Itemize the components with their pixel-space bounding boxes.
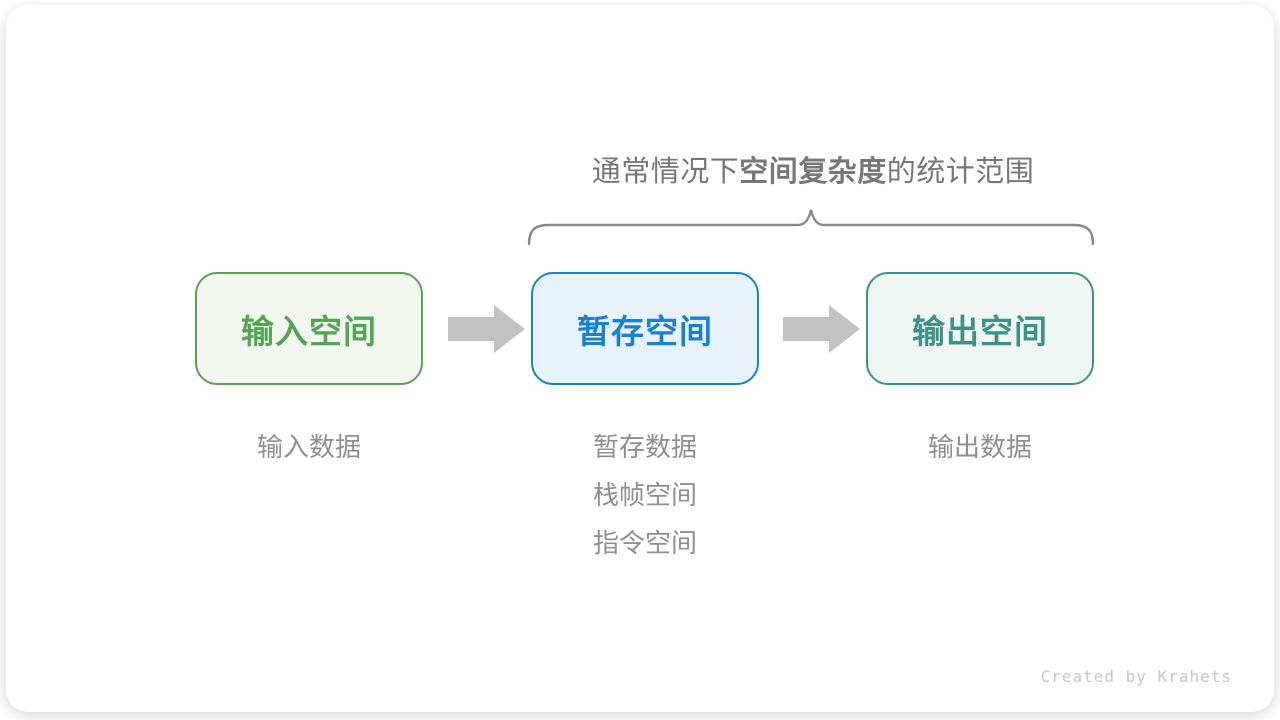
diagram-title: 通常情况下空间复杂度的统计范围 xyxy=(592,148,1035,190)
label-input-data: 输入数据 xyxy=(256,432,362,462)
diagram-card: 通常情况下空间复杂度的统计范围 输入空间 暂存空间 输出空间 输入数据 暂存数据… xyxy=(6,5,1274,712)
box-temp-space: 暂存空间 xyxy=(531,272,759,385)
brace xyxy=(527,209,1095,246)
label-output-data: 输出数据 xyxy=(927,432,1033,462)
brace-path xyxy=(527,209,1095,246)
box-input-space-label: 输入空间 xyxy=(241,312,377,350)
label-instruction-space: 指令空间 xyxy=(592,528,698,558)
arrow-right-shape xyxy=(783,305,860,353)
arrow-right-shape xyxy=(448,305,525,353)
credit-watermark: Created by Krahets xyxy=(1040,667,1232,686)
box-temp-space-label: 暂存空间 xyxy=(577,312,713,350)
arrow-right-icon xyxy=(448,305,525,353)
box-input-space: 输入空间 xyxy=(195,272,423,385)
arrow-right-icon xyxy=(783,305,860,353)
box-output-space-label: 输出空间 xyxy=(912,312,1048,350)
label-stack-frame-space: 栈帧空间 xyxy=(592,480,698,510)
title-suffix: 的统计范围 xyxy=(886,156,1035,188)
title-prefix: 通常情况下 xyxy=(591,156,740,188)
label-temp-data: 暂存数据 xyxy=(592,432,698,462)
box-output-space: 输出空间 xyxy=(866,272,1094,385)
title-bold-term: 空间复杂度 xyxy=(739,156,887,188)
